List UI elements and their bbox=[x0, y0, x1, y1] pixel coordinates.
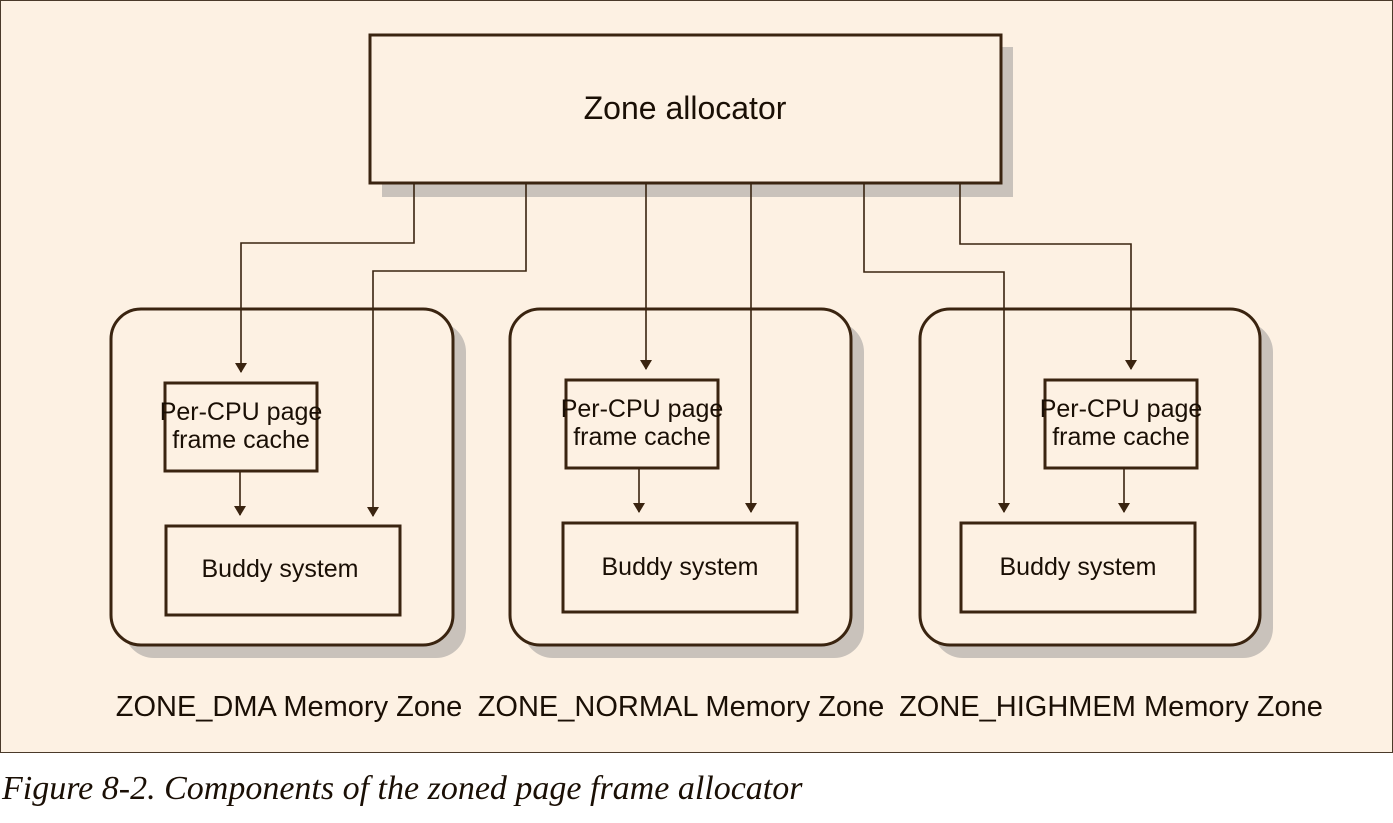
normal-buddy-system-box: Buddy system bbox=[561, 521, 799, 614]
highmem-cache-label-line1: Per-CPU page bbox=[1040, 395, 1203, 423]
zoned-allocator-diagram: Zone allocator Per-CPU page frame cache … bbox=[109, 33, 1323, 723]
normal-cache-label-line2: frame cache bbox=[573, 423, 711, 451]
normal-per-cpu-cache-box: Per-CPU page frame cache bbox=[561, 378, 724, 470]
highmem-cache-label-line2: frame cache bbox=[1052, 423, 1190, 451]
zone-highmem-label: ZONE_HIGHMEM Memory Zone bbox=[899, 691, 1323, 723]
highmem-buddy-label: Buddy system bbox=[999, 553, 1156, 581]
dma-buddy-system-box: Buddy system bbox=[164, 524, 402, 617]
arrow-allocator-to-dma-cache bbox=[235, 183, 415, 373]
zone-allocator-box: Zone allocator bbox=[368, 33, 1013, 197]
highmem-per-cpu-cache-box: Per-CPU page frame cache bbox=[1040, 378, 1203, 470]
dma-cache-label-line1: Per-CPU page bbox=[160, 398, 323, 426]
dma-cache-label-line2: frame cache bbox=[172, 426, 310, 454]
zone-dma-label: ZONE_DMA Memory Zone bbox=[116, 691, 462, 723]
zone-normal-label: ZONE_NORMAL Memory Zone bbox=[478, 691, 885, 723]
arrow-allocator-to-dma-buddy bbox=[367, 183, 527, 517]
arrow-allocator-to-highmem-cache bbox=[959, 183, 1137, 370]
normal-buddy-label: Buddy system bbox=[601, 553, 758, 581]
dma-per-cpu-cache-box: Per-CPU page frame cache bbox=[160, 381, 323, 473]
highmem-buddy-system-box: Buddy system bbox=[959, 521, 1197, 614]
figure-caption: Figure 8-2. Components of the zoned page… bbox=[2, 770, 803, 807]
arrow-allocator-to-highmem-buddy bbox=[863, 183, 1010, 513]
dma-buddy-label: Buddy system bbox=[201, 555, 358, 583]
zone-allocator-label: Zone allocator bbox=[584, 90, 787, 126]
normal-cache-label-line1: Per-CPU page bbox=[561, 395, 724, 423]
